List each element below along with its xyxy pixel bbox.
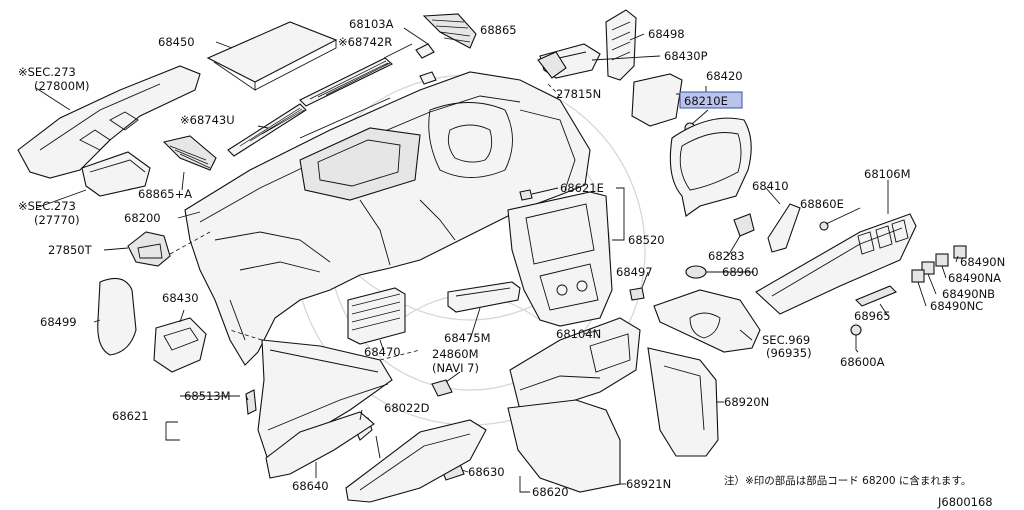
label-sec273-b: ※SEC.273 <box>18 199 76 213</box>
label-68475m: 68475M <box>444 331 491 345</box>
label-24860m-sub: (NAVI 7) <box>432 361 479 375</box>
label-68283: 68283 <box>708 249 745 263</box>
pocket-68470 <box>347 287 406 345</box>
label-68742r: ※68742R <box>338 35 392 49</box>
label-68860e: 68860E <box>800 197 844 211</box>
label-68410: 68410 <box>752 179 789 193</box>
vent-grille-68865a <box>162 135 217 171</box>
label-68490n: 68490N <box>960 255 1005 269</box>
footnote: 注）※印の部品は部品コード 68200 に含まれます。 <box>724 474 971 487</box>
duct-sec273-27800m <box>17 65 201 179</box>
label-68104n: 68104N <box>556 327 601 341</box>
bracket-68283 <box>733 213 755 237</box>
side-panel-68499 <box>97 277 137 356</box>
center-bezel-68520 <box>507 191 613 327</box>
diagram-id: J6800168 <box>937 495 993 509</box>
glove-lid-68620 <box>345 419 487 503</box>
label-68620: 68620 <box>532 485 569 499</box>
label-68920n: 68920N <box>724 395 769 409</box>
side-finisher-68920n <box>647 347 719 457</box>
label-68621e: 68621E <box>560 181 604 195</box>
cluster-finisher-ring <box>669 117 752 217</box>
label-68497: 68497 <box>616 265 653 279</box>
label-68498: 68498 <box>648 27 685 41</box>
clip-68497 <box>629 287 645 301</box>
label-24860m: 24860M <box>432 347 479 361</box>
label-68499: 68499 <box>40 315 77 329</box>
label-sec273-b-sub: (27770) <box>34 213 80 227</box>
bracket-68410 <box>767 203 801 253</box>
label-68490na: 68490NA <box>948 271 1001 285</box>
label-68210e: 68210E <box>684 94 728 108</box>
bracket-68498 <box>605 9 637 81</box>
vent-27815n <box>537 51 567 79</box>
label-68865: 68865 <box>480 23 517 37</box>
label-68600a: 68600A <box>840 355 885 369</box>
label-68200: 68200 <box>124 211 161 225</box>
label-68865a: 68865+A <box>138 187 192 201</box>
label-68513m: 68513M <box>184 389 231 403</box>
lower-finisher-68921n <box>507 399 621 493</box>
lid-68640 <box>265 411 375 479</box>
console-box-sec969 <box>653 289 761 353</box>
switch-blanks-68490 <box>911 245 967 283</box>
label-68921n: 68921N <box>626 477 671 491</box>
label-68630: 68630 <box>468 465 505 479</box>
label-68022d: 68022D <box>384 401 430 415</box>
label-68490nc: 68490NC <box>930 299 983 313</box>
plug-68960 <box>685 265 707 279</box>
clip-68103a <box>415 43 437 85</box>
label-68520: 68520 <box>628 233 665 247</box>
label-68430: 68430 <box>162 291 199 305</box>
part-labels: 68103A 68865 68450 ※68742R 68498 68430P … <box>18 17 1005 509</box>
console-finisher-68106m <box>755 213 917 315</box>
label-68743u: ※68743U <box>180 113 235 127</box>
clip-68965 <box>855 285 897 307</box>
side-vent-27850t <box>127 231 171 267</box>
duct-sec273-27770 <box>81 151 151 197</box>
vent-grille-68865 <box>422 13 477 49</box>
meter-hood-68420 <box>631 73 683 127</box>
label-68960: 68960 <box>722 265 759 279</box>
bolt-68600a <box>850 324 862 350</box>
label-68470: 68470 <box>364 345 401 359</box>
label-68965: 68965 <box>854 309 891 323</box>
label-sec273-a-sub: (27800M) <box>34 79 89 93</box>
bezel-68430 <box>153 317 207 373</box>
label-68420: 68420 <box>706 69 743 83</box>
instrument-panel-assembly <box>184 71 591 366</box>
upper-box-lid-68450 <box>206 21 338 91</box>
label-68430p: 68430P <box>664 49 708 63</box>
module-68475m <box>447 281 521 313</box>
label-27815n: 27815N <box>556 87 601 101</box>
label-68621: 68621 <box>112 409 149 423</box>
label-sec969: SEC.969 <box>762 333 810 347</box>
label-68450: 68450 <box>158 35 195 49</box>
connector-24860m <box>431 379 453 397</box>
label-68103a: 68103A <box>349 17 394 31</box>
label-sec273-a: ※SEC.273 <box>18 65 76 79</box>
clip-68621e <box>519 189 533 201</box>
label-27850t: 27850T <box>48 243 93 257</box>
defroster-grille-68743u <box>227 103 307 157</box>
label-sec969-sub: (96935) <box>766 346 812 360</box>
label-68640: 68640 <box>292 479 329 493</box>
defroster-grille-68742r <box>299 57 393 107</box>
label-68490nb: 68490NB <box>942 287 995 301</box>
label-68106m: 68106M <box>864 167 911 181</box>
bracket-68513m <box>245 389 257 415</box>
